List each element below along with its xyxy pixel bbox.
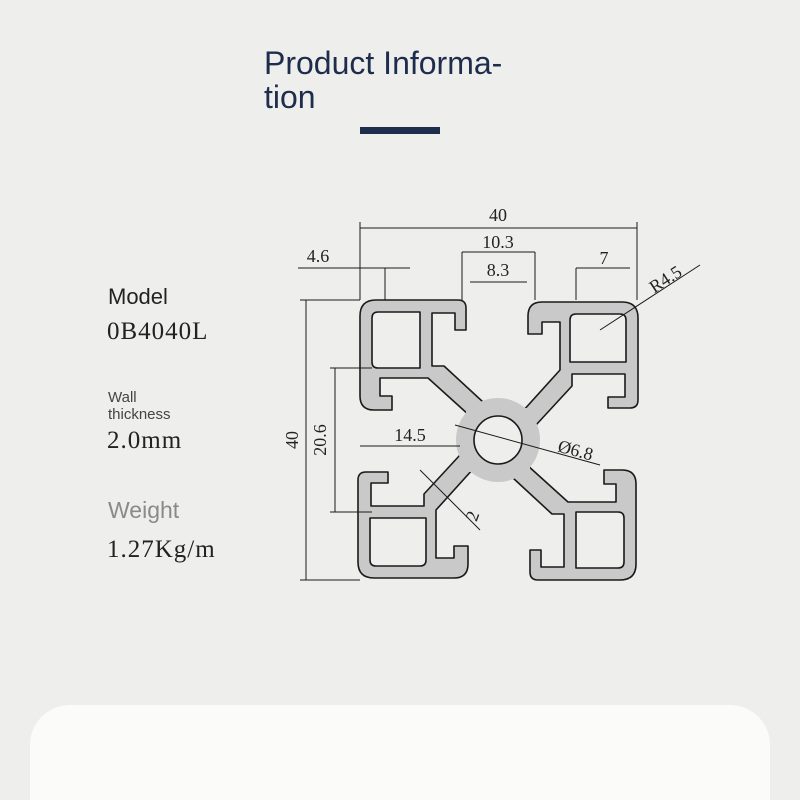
dim-corner-slot: 7 <box>600 248 609 268</box>
wall-thickness-label: Wall thickness <box>108 389 171 423</box>
dim-radius: R4.5 <box>646 261 686 297</box>
dim-bore: Ø6.8 <box>556 436 595 465</box>
weight-label: Weight <box>108 497 180 523</box>
dimension-lines <box>298 222 701 581</box>
dim-lip: 4.6 <box>307 246 330 266</box>
dim-center-offset: 14.5 <box>394 425 426 445</box>
dim-slot-outer: 10.3 <box>482 232 514 252</box>
bottom-panel <box>30 705 770 800</box>
model-label: Model <box>108 284 168 309</box>
page-title: Product Informa- tion <box>264 46 544 114</box>
center-bore <box>473 415 523 465</box>
profile-shape <box>357 299 639 581</box>
dim-web: 2 <box>461 508 483 523</box>
wall-thickness-value: 2.0mm <box>107 427 183 454</box>
title-underline <box>360 127 440 134</box>
model-value: 0B4040L <box>107 318 209 345</box>
profile-quadrant <box>359 299 497 426</box>
weight-value: 1.27Kg/m <box>107 536 216 563</box>
dim-slot-inner: 8.3 <box>487 260 510 280</box>
page-title-text: Product Informa- tion <box>264 45 503 115</box>
dim-height: 40 <box>282 431 302 449</box>
dim-inner-height: 20.6 <box>310 424 330 456</box>
dim-width: 40 <box>489 205 507 225</box>
